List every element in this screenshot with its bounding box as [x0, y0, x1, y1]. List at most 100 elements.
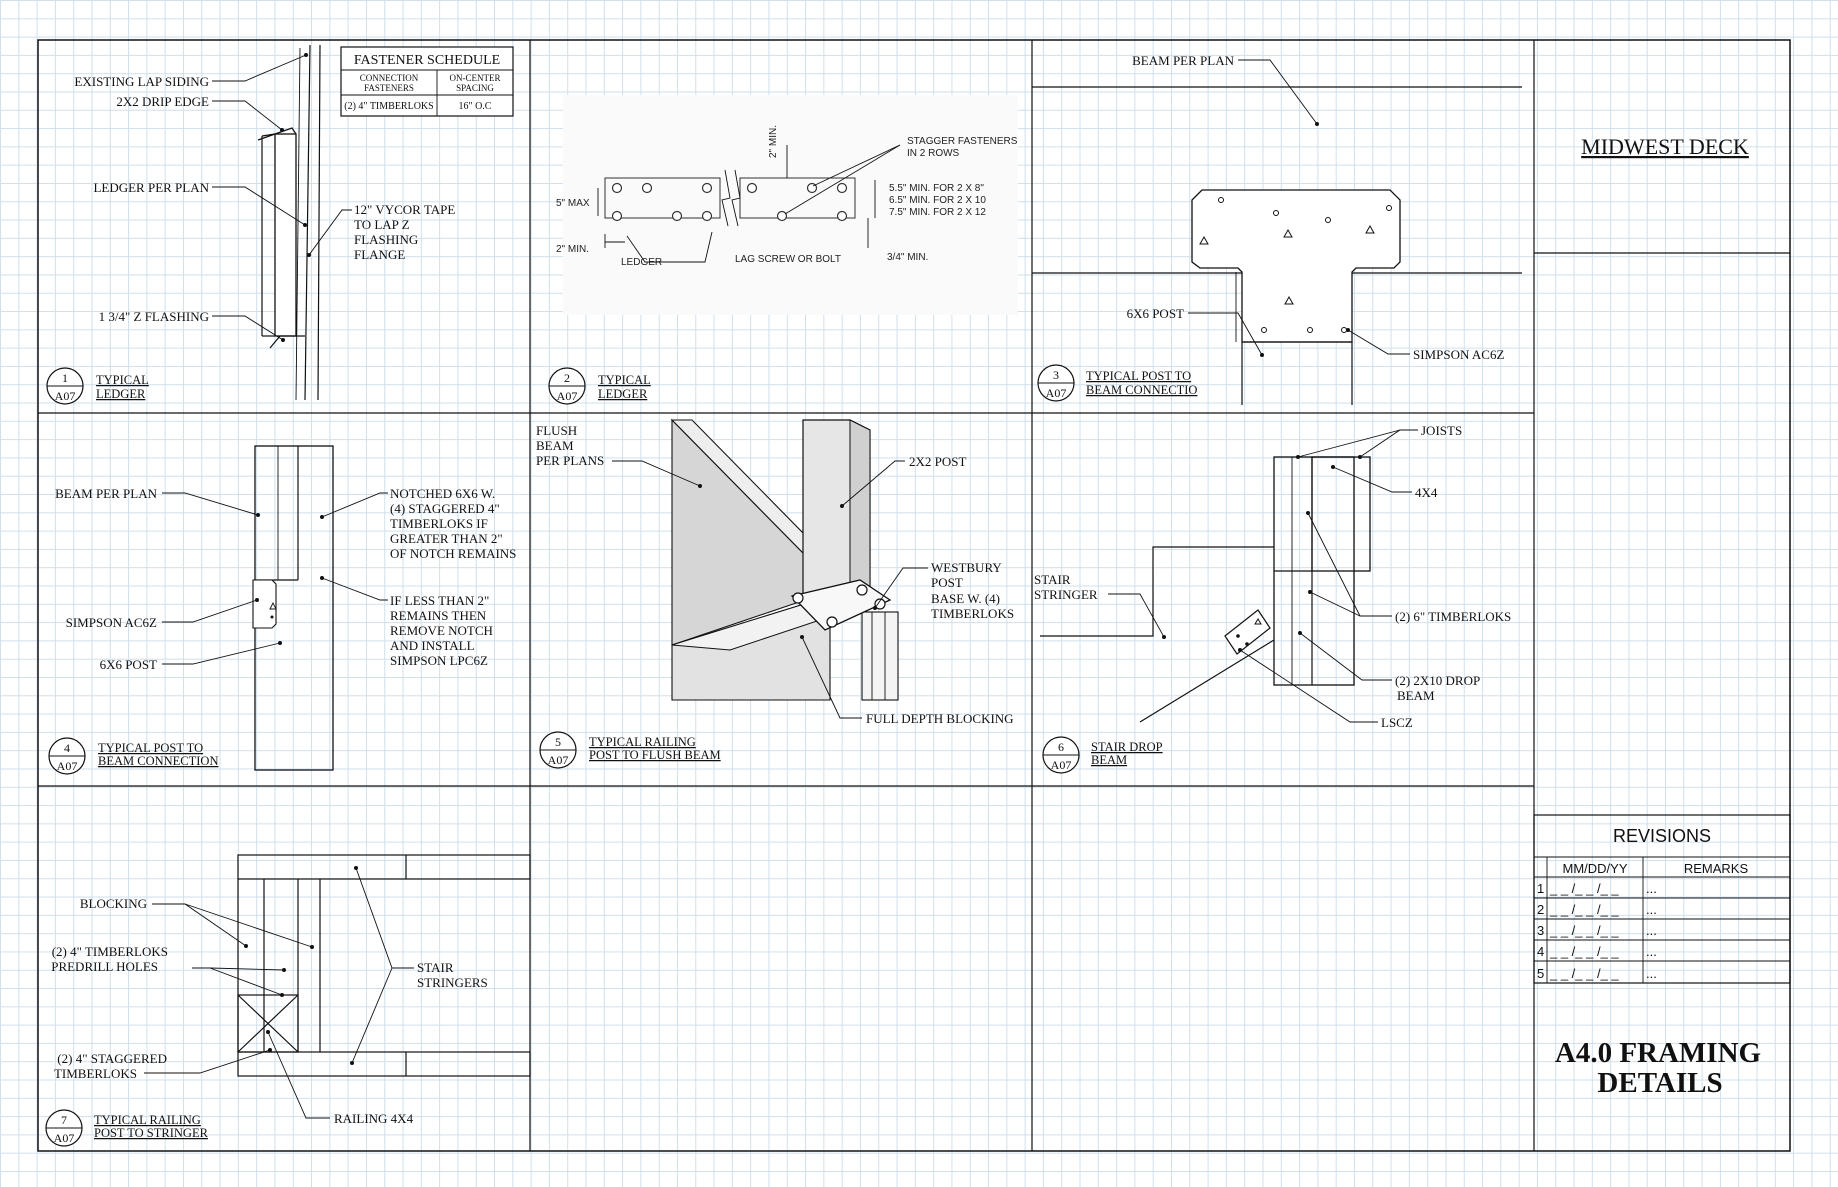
company-name: MIDWEST DECK — [1581, 134, 1749, 159]
label-vycor-tape: 12" VYCOR TAPE — [354, 202, 455, 217]
revision-row: 5 _ _ /_ _ /_ _ ... — [1537, 966, 1657, 981]
label-beam: BEAM PER PLAN — [55, 486, 157, 501]
schedule-spacing: 16" O.C — [459, 101, 492, 112]
detail-tag: 4 A07 TYPICAL POST TO BEAM CONNECTION — [48, 737, 218, 775]
label-blocking: FULL DEPTH BLOCKING — [866, 711, 1014, 726]
label-6-timberloks: (2) 6" TIMBERLOKS — [1395, 609, 1511, 624]
revision-row: 1 _ _ /_ _ /_ _ ... — [1537, 881, 1657, 896]
label-min-2x8: 5.5" MIN. FOR 2 X 8" — [889, 183, 984, 194]
label-less: AND INSTALL — [390, 638, 475, 653]
revision-remark: ... — [1646, 966, 1657, 981]
schedule-col1: FASTENERS — [364, 83, 414, 93]
revision-num: 1 — [1537, 881, 1544, 896]
detail-sheet: A07 — [1051, 758, 1072, 772]
label-lag-screw: LAG SCREW OR BOLT — [735, 254, 841, 265]
detail-tag: 6 A07 STAIR DROP BEAM — [1042, 736, 1163, 774]
label-post: 6X6 POST — [1127, 306, 1184, 321]
label-beam: BEAM PER PLAN — [1132, 53, 1234, 68]
detail-number: 7 — [61, 1113, 67, 1127]
schedule-col2: SPACING — [456, 83, 494, 93]
detail-1-ledger: EXISTING LAP SIDING 2X2 DRIP EDGE LEDGER… — [46, 44, 514, 405]
detail-5-railing-flush-beam: FLUSH BEAM PER PLANS 2X2 POST WESTBURY P… — [536, 418, 1014, 769]
revision-remark: ... — [1646, 944, 1657, 959]
label-flush-beam: BEAM — [536, 438, 574, 453]
detail-number: 1 — [62, 371, 68, 385]
revision-row: 3 _ _ /_ _ /_ _ ... — [1537, 923, 1657, 938]
label-drop-beam: BEAM — [1397, 688, 1435, 703]
label-notch: NOTCHED 6X6 W. — [390, 486, 495, 501]
detail-title: LEDGER — [96, 387, 146, 401]
detail-title: TYPICAL POST TO — [98, 741, 203, 755]
label-min-2x12: 7.5" MIN. FOR 2 X 12 — [889, 207, 986, 218]
detail-tag: 1 A07 TYPICAL LEDGER — [46, 367, 149, 405]
label-flush-beam: FLUSH — [536, 423, 577, 438]
label-4x4: 4X4 — [1415, 485, 1438, 500]
detail-title: TYPICAL RAILING — [94, 1113, 201, 1127]
revisions-header-remarks: REMARKS — [1684, 861, 1749, 876]
label-westbury: POST — [931, 575, 963, 590]
label-ledger: LEDGER PER PLAN — [93, 180, 209, 195]
label-joists: JOISTS — [1421, 423, 1462, 438]
revision-date: _ _ /_ _ /_ _ — [1549, 881, 1619, 896]
label-lscz: LSCZ — [1381, 715, 1413, 730]
detail-title: BEAM CONNECTION — [98, 754, 218, 768]
label-staggered: TIMBERLOKS — [54, 1066, 137, 1081]
label-stair-stringers: STRINGERS — [417, 975, 488, 990]
detail-sheet: A07 — [1046, 386, 1067, 400]
title-block: MIDWEST DECK REVISIONS MM/DD/YY REMARKS … — [1533, 134, 1791, 1099]
revision-date: _ _ /_ _ /_ _ — [1549, 944, 1619, 959]
label-predrill: PREDRILL HOLES — [51, 959, 158, 974]
revision-row: 4 _ _ /_ _ /_ _ ... — [1537, 944, 1657, 959]
detail-sheet: A07 — [55, 389, 76, 403]
schedule-title: FASTENER SCHEDULE — [354, 53, 500, 68]
label-stagger: STAGGER FASTENERS — [907, 136, 1018, 147]
detail-number: 5 — [555, 735, 561, 749]
label-stagger: IN 2 ROWS — [907, 148, 960, 159]
detail-sheet: A07 — [54, 1131, 75, 1145]
detail-number: 2 — [564, 371, 570, 385]
detail-sheet: A07 — [548, 753, 569, 767]
revision-row: 2 _ _ /_ _ /_ _ ... — [1537, 902, 1657, 917]
revision-remark: ... — [1646, 902, 1657, 917]
label-staggered: (2) 4" STAGGERED — [57, 1051, 167, 1066]
label-blocking: BLOCKING — [80, 896, 147, 911]
detail-tag: 7 A07 TYPICAL RAILING POST TO STRINGER — [45, 1109, 209, 1147]
revision-remark: ... — [1646, 881, 1657, 896]
label-railing-4x4: RAILING 4X4 — [334, 1111, 414, 1126]
label-vycor-tape: TO LAP Z — [354, 217, 410, 232]
detail-7-railing-stringer: BLOCKING (2) 4" TIMBERLOKS PREDRILL HOLE… — [45, 854, 531, 1147]
label-predrill: (2) 4" TIMBERLOKS — [52, 944, 168, 959]
label-2x2-post: 2X2 POST — [909, 454, 966, 469]
detail-title: TYPICAL — [96, 373, 149, 387]
label-less: REMOVE NOTCH — [390, 623, 493, 638]
label-flush-beam: PER PLANS — [536, 453, 604, 468]
detail-tag: 5 A07 TYPICAL RAILING POST TO FLUSH BEAM — [539, 731, 721, 769]
detail-2-ledger: STAGGER FASTENERS IN 2 ROWS 5" MAX 2" MI… — [548, 95, 1018, 405]
label-less: REMAINS THEN — [390, 608, 487, 623]
label-notch: OF NOTCH REMAINS — [390, 546, 516, 561]
detail-title: POST TO STRINGER — [94, 1126, 209, 1140]
revisions-table: REVISIONS MM/DD/YY REMARKS 1 _ _ /_ _ /_… — [1533, 814, 1791, 984]
detail-number: 3 — [1053, 368, 1059, 382]
detail-sheet: A07 — [557, 389, 578, 403]
label-post: 6X6 POST — [100, 657, 157, 672]
sheet-title-line2: DETAILS — [1597, 1067, 1722, 1099]
revision-num: 3 — [1537, 923, 1544, 938]
label-3-4-min: 3/4" MIN. — [887, 252, 928, 263]
detail-title: TYPICAL POST TO — [1086, 369, 1191, 383]
label-stair-stringer: STAIR — [1034, 572, 1071, 587]
label-5-max: 5" MAX — [556, 198, 590, 209]
schedule-col2: ON-CENTER — [450, 73, 501, 83]
detail-sheet: A07 — [57, 759, 78, 773]
label-less: SIMPSON LPC6Z — [390, 653, 488, 668]
label-top-min: 2" MIN. — [768, 125, 779, 158]
label-stair-stringer: STRINGER — [1034, 587, 1098, 602]
label-notch: (4) STAGGERED 4" — [390, 501, 500, 516]
revision-num: 4 — [1537, 944, 1544, 959]
revision-date: _ _ /_ _ /_ _ — [1549, 966, 1619, 981]
label-ledger: LEDGER — [621, 257, 662, 268]
detail-tag: 2 A07 TYPICAL LEDGER — [548, 367, 651, 405]
label-westbury: BASE W. (4) — [931, 591, 1000, 606]
label-simpson: SIMPSON AC6Z — [1413, 347, 1504, 362]
